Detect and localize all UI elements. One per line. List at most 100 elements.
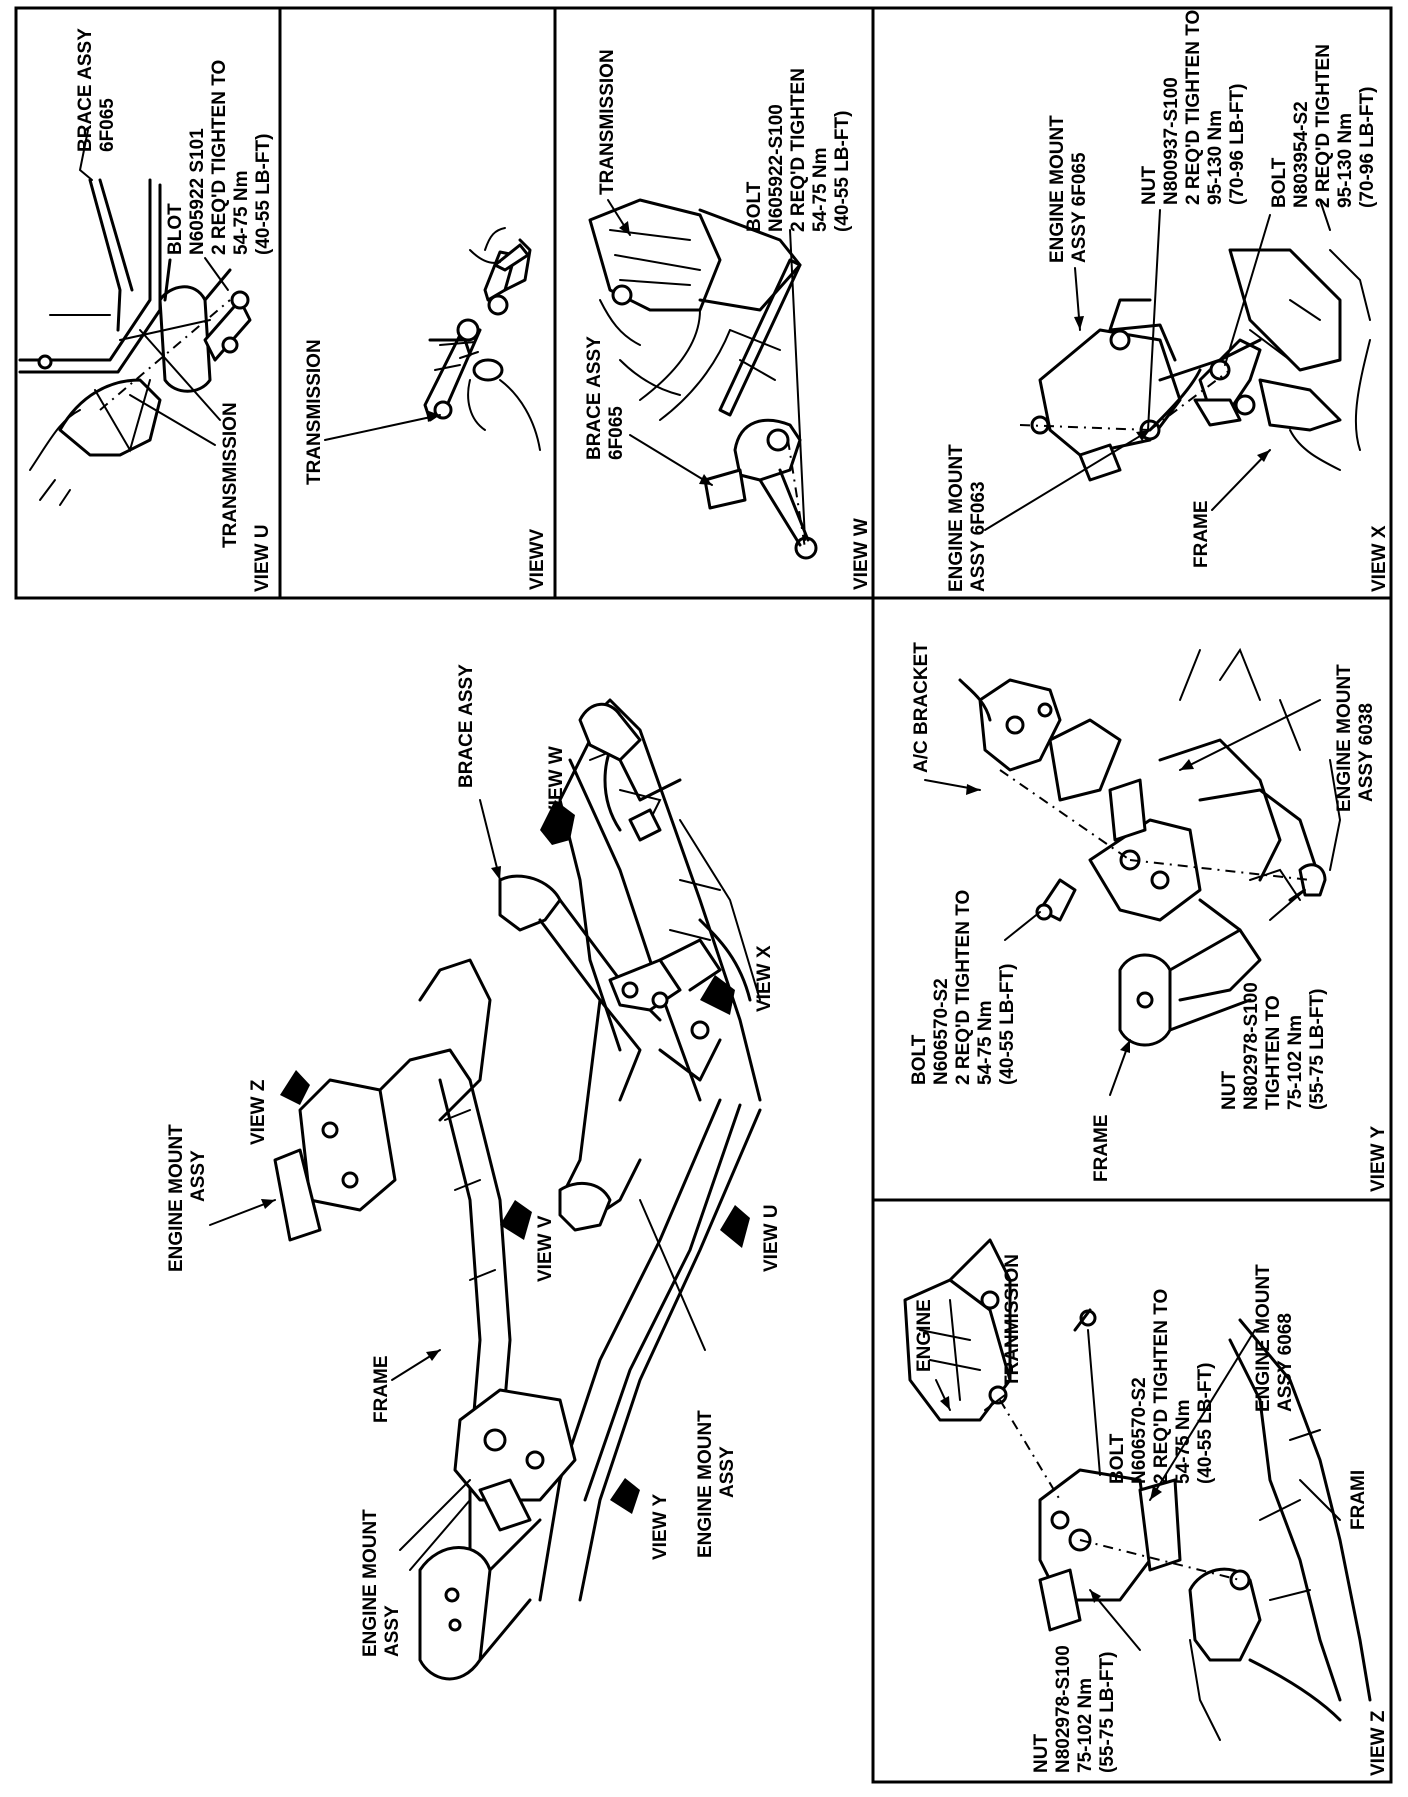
svg-text:6F065: 6F065 xyxy=(606,406,627,460)
svg-text:NUT: NUT xyxy=(1139,166,1160,205)
view-z-panel: ENGINE TRANMISSION BOLT N606570-S2 2 REQ… xyxy=(903,1238,1389,1776)
svg-text:FRAMI: FRAMI xyxy=(1348,1470,1369,1530)
svg-text:BOLT: BOLT xyxy=(1269,157,1290,208)
svg-text:ENGINE MOUNT: ENGINE MOUNT xyxy=(1334,664,1355,812)
view-z-transmission-label: TRANMISSION xyxy=(1002,1254,1023,1387)
main-mount-top-label: ENGINE MOUNT ASSY xyxy=(166,1124,209,1272)
svg-text:2 REQ'D TIGHTEN TO: 2 REQ'D TIGHTEN TO xyxy=(1183,10,1204,205)
svg-text:TRANSMISSION: TRANSMISSION xyxy=(597,49,618,195)
svg-text:54-75 Nm: 54-75 Nm xyxy=(1173,1400,1194,1485)
view-y-panel: A/C BRACKET BOLT N606570-S2 2 REQ'D TIGH… xyxy=(909,642,1389,1192)
view-z-nut-callout: NUT N802978-S100 75-102 Nm (55-75 LB-FT) xyxy=(1031,1645,1118,1773)
svg-text:ASSY 6038: ASSY 6038 xyxy=(1356,703,1377,802)
svg-text:2 REQ'D TIGHTEN: 2 REQ'D TIGHTEN xyxy=(788,68,809,232)
svg-text:N802978-S100: N802978-S100 xyxy=(1053,1645,1074,1773)
svg-text:TRANSMISSION: TRANSMISSION xyxy=(304,339,325,485)
view-arrows xyxy=(280,800,750,1514)
svg-text:ENGINE: ENGINE xyxy=(914,1299,935,1372)
view-y-frame-label: FRAME xyxy=(1091,1114,1112,1182)
main-view-v-label: VIEW V xyxy=(535,1215,556,1282)
svg-text:N800937-S100: N800937-S100 xyxy=(1161,77,1182,205)
svg-text:VIEW Y: VIEW Y xyxy=(1368,1126,1389,1192)
view-v-drawing xyxy=(423,227,541,451)
view-w-bolt-callout: BOLT N605922-S100 2 REQ'D TIGHTEN 54-75 … xyxy=(744,68,853,232)
svg-text:ENGINE MOUNT: ENGINE MOUNT xyxy=(1253,1264,1274,1412)
view-x-mount-top-label: ENGINE MOUNT ASSY 6F065 xyxy=(1047,115,1090,263)
svg-text:(40-55 LB-FT): (40-55 LB-FT) xyxy=(997,964,1018,1085)
view-w-label: VIEW W xyxy=(851,518,872,590)
svg-text:ASSY: ASSY xyxy=(382,1605,403,1657)
svg-text:ENGINE MOUNT: ENGINE MOUNT xyxy=(360,1509,381,1657)
main-mount-bottom-label: ENGINE MOUNT ASSY xyxy=(360,1509,403,1657)
view-z-frame-label: FRAMI xyxy=(1348,1470,1369,1530)
view-u-transmission-label: TRANSMISSION xyxy=(220,402,241,548)
brace-assy-label: BRACE ASSY 6F065 xyxy=(75,28,118,152)
view-v-transmission-label: TRANSMISSION xyxy=(304,339,325,485)
main-frame-label: FRAME xyxy=(371,1355,392,1423)
svg-text:(40-55 LB-FT): (40-55 LB-FT) xyxy=(253,134,274,255)
svg-text:BRACE ASSY: BRACE ASSY xyxy=(75,28,96,152)
svg-text:54-75 Nm: 54-75 Nm xyxy=(810,148,831,233)
svg-text:FRAME: FRAME xyxy=(371,1355,392,1423)
svg-text:ASSY: ASSY xyxy=(188,1150,209,1202)
svg-text:BOLT: BOLT xyxy=(1107,1433,1128,1484)
svg-text:ENGINE MOUNT: ENGINE MOUNT xyxy=(1047,115,1068,263)
svg-text:FRAME: FRAME xyxy=(1191,500,1212,568)
view-w-brace-label: BRACE ASSY 6F065 xyxy=(584,336,627,460)
svg-text:(40-55 LB-FT): (40-55 LB-FT) xyxy=(1195,1363,1216,1484)
view-y-nut-callout: NUT N802978-S100 TIGHTEN TO 75-102 Nm (5… xyxy=(1219,982,1328,1110)
svg-text:VIEW X: VIEW X xyxy=(754,945,775,1012)
svg-text:BLOT: BLOT xyxy=(165,203,186,255)
svg-text:ENGINE MOUNT: ENGINE MOUNT xyxy=(946,444,967,592)
view-x-nut-callout: NUT N800937-S100 2 REQ'D TIGHTEN TO 95-1… xyxy=(1139,10,1248,205)
svg-text:2 REQ'D TIGHTEN: 2 REQ'D TIGHTEN xyxy=(1313,44,1334,208)
view-y-bolt-callout: BOLT N606570-S2 2 REQ'D TIGHTEN TO 54-75… xyxy=(909,890,1018,1085)
svg-text:54-75 Nm: 54-75 Nm xyxy=(231,171,252,256)
view-y-ac-label: A/C BRACKET xyxy=(911,642,932,773)
svg-text:75-102 Nm: 75-102 Nm xyxy=(1075,1678,1096,1773)
svg-text:(40-55 LB-FT): (40-55 LB-FT) xyxy=(832,111,853,232)
view-y-mount-label: ENGINE MOUNT ASSY 6038 xyxy=(1334,664,1377,812)
svg-text:ENGINE MOUNT: ENGINE MOUNT xyxy=(695,1410,716,1558)
svg-text:(70-96 LB-FT): (70-96 LB-FT) xyxy=(1227,84,1248,205)
svg-text:95-130 Nm: 95-130 Nm xyxy=(1335,113,1356,208)
view-w-drawing xyxy=(588,198,818,560)
svg-text:ASSY: ASSY xyxy=(717,1446,738,1498)
view-x-frame-label: FRAME xyxy=(1191,500,1212,568)
view-z-drawing xyxy=(903,1238,1372,1741)
svg-text:N605922 S101: N605922 S101 xyxy=(187,128,208,255)
svg-text:VIEW Z: VIEW Z xyxy=(1368,1710,1389,1776)
svg-text:VIEW U: VIEW U xyxy=(252,524,273,592)
view-w-transmission-label: TRANSMISSION xyxy=(597,49,618,195)
svg-text:TRANMISSION: TRANMISSION xyxy=(1002,1254,1023,1387)
view-z-label: VIEW Z xyxy=(1368,1710,1389,1776)
main-frame-drawing xyxy=(273,698,762,1681)
view-u-label: VIEW U xyxy=(252,524,273,592)
svg-text:2 REQ'D TIGHTEN TO: 2 REQ'D TIGHTEN TO xyxy=(953,890,974,1085)
svg-text:VIEW Y: VIEW Y xyxy=(650,1494,671,1560)
main-view-y-label: VIEW Y xyxy=(650,1494,671,1560)
view-v-panel: TRANSMISSION VIEWV xyxy=(304,227,548,590)
svg-text:ENGINE MOUNT: ENGINE MOUNT xyxy=(166,1124,187,1272)
main-view-w-label: VIEW W xyxy=(546,746,567,818)
svg-text:VIEW V: VIEW V xyxy=(535,1215,556,1282)
svg-text:N606570-S2: N606570-S2 xyxy=(1129,1377,1150,1484)
svg-text:N606570-S2: N606570-S2 xyxy=(931,978,952,1085)
main-view-x-label: VIEW X xyxy=(754,945,775,1012)
svg-text:VIEW W: VIEW W xyxy=(546,746,567,818)
svg-text:VIEW X: VIEW X xyxy=(1369,525,1390,592)
view-y-drawing xyxy=(958,647,1342,1047)
svg-text:BOLT: BOLT xyxy=(744,181,765,232)
svg-text:NUT: NUT xyxy=(1219,1071,1240,1110)
svg-text:A/C BRACKET: A/C BRACKET xyxy=(911,642,932,773)
view-x-drawing xyxy=(1019,199,1371,482)
svg-text:ASSY 6F063: ASSY 6F063 xyxy=(968,481,989,592)
view-w-panel: TRANSMISSION BOLT N605922-S100 2 REQ'D T… xyxy=(584,49,872,590)
svg-text:TIGHTEN TO: TIGHTEN TO xyxy=(1263,995,1284,1110)
main-view-z-label: VIEW Z xyxy=(248,1079,269,1145)
main-brace-label: BRACE ASSY xyxy=(456,664,477,788)
svg-text:VIEWV: VIEWV xyxy=(527,528,548,590)
view-u-panel: BRACE ASSY 6F065 BLOT N605922 S101 2 REQ… xyxy=(18,28,274,592)
